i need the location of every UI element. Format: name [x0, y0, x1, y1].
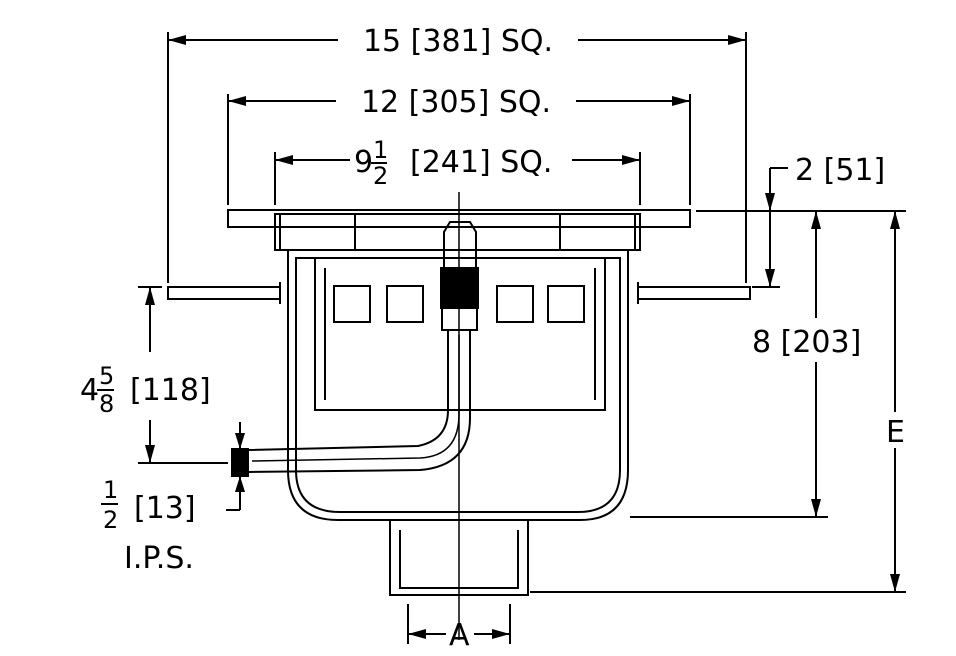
outlet-diameter-label: A [449, 618, 470, 653]
drain-body [167, 209, 751, 596]
flange-height-label: 2 [51] [795, 153, 885, 188]
basket-window [386, 285, 424, 323]
inlet-size-numerator: 1 [103, 476, 118, 504]
dim-outlet-diameter: A [407, 604, 511, 653]
basket-window [547, 285, 585, 323]
dim-flange-height: 2 [51] [696, 153, 885, 288]
dim-overall-height: E [530, 210, 906, 593]
body-height-label: 8 [203] [752, 325, 861, 360]
primer-fitting [443, 221, 477, 269]
right-flange [637, 286, 751, 300]
inlet-height-numerator: 5 [99, 362, 114, 390]
primer-connection [231, 221, 479, 477]
basket-window [333, 285, 371, 323]
overall-height-label: E [886, 415, 905, 450]
inner-basket [314, 257, 606, 411]
dim-overall-width: 15 [381] SQ. [167, 24, 747, 283]
dim-inlet-height: 4 5 8 [118] [80, 286, 228, 464]
dim-flange-width: 12 [305] SQ. [227, 85, 691, 205]
left-flange [167, 286, 281, 300]
inlet-thread [231, 448, 249, 477]
basket-window [496, 285, 534, 323]
dim-inlet-size: 1 2 [13] I.P.S. [101, 422, 245, 576]
inlet-height-rest: [118] [130, 373, 211, 408]
primer-tube [247, 330, 449, 451]
top-width-whole: 9 [354, 145, 373, 180]
top-width-numerator: 1 [373, 136, 388, 164]
top-width-denominator: 2 [373, 162, 388, 190]
inlet-size-rest: [13] [134, 491, 196, 526]
top-width-rest: [241] SQ. [410, 145, 552, 180]
inlet-size-denominator: 2 [103, 506, 118, 534]
inlet-height-whole: 4 [80, 373, 99, 408]
dim-body-height: 8 [203] [630, 210, 861, 518]
inlet-size-type: I.P.S. [124, 541, 194, 576]
inlet-height-denominator: 8 [99, 390, 114, 418]
overall-width-label: 15 [381] SQ. [363, 24, 553, 59]
top-frame [274, 213, 641, 251]
dim-top-width: 9 1 2 [241] SQ. [274, 136, 641, 205]
flange-width-label: 12 [305] SQ. [361, 85, 551, 120]
